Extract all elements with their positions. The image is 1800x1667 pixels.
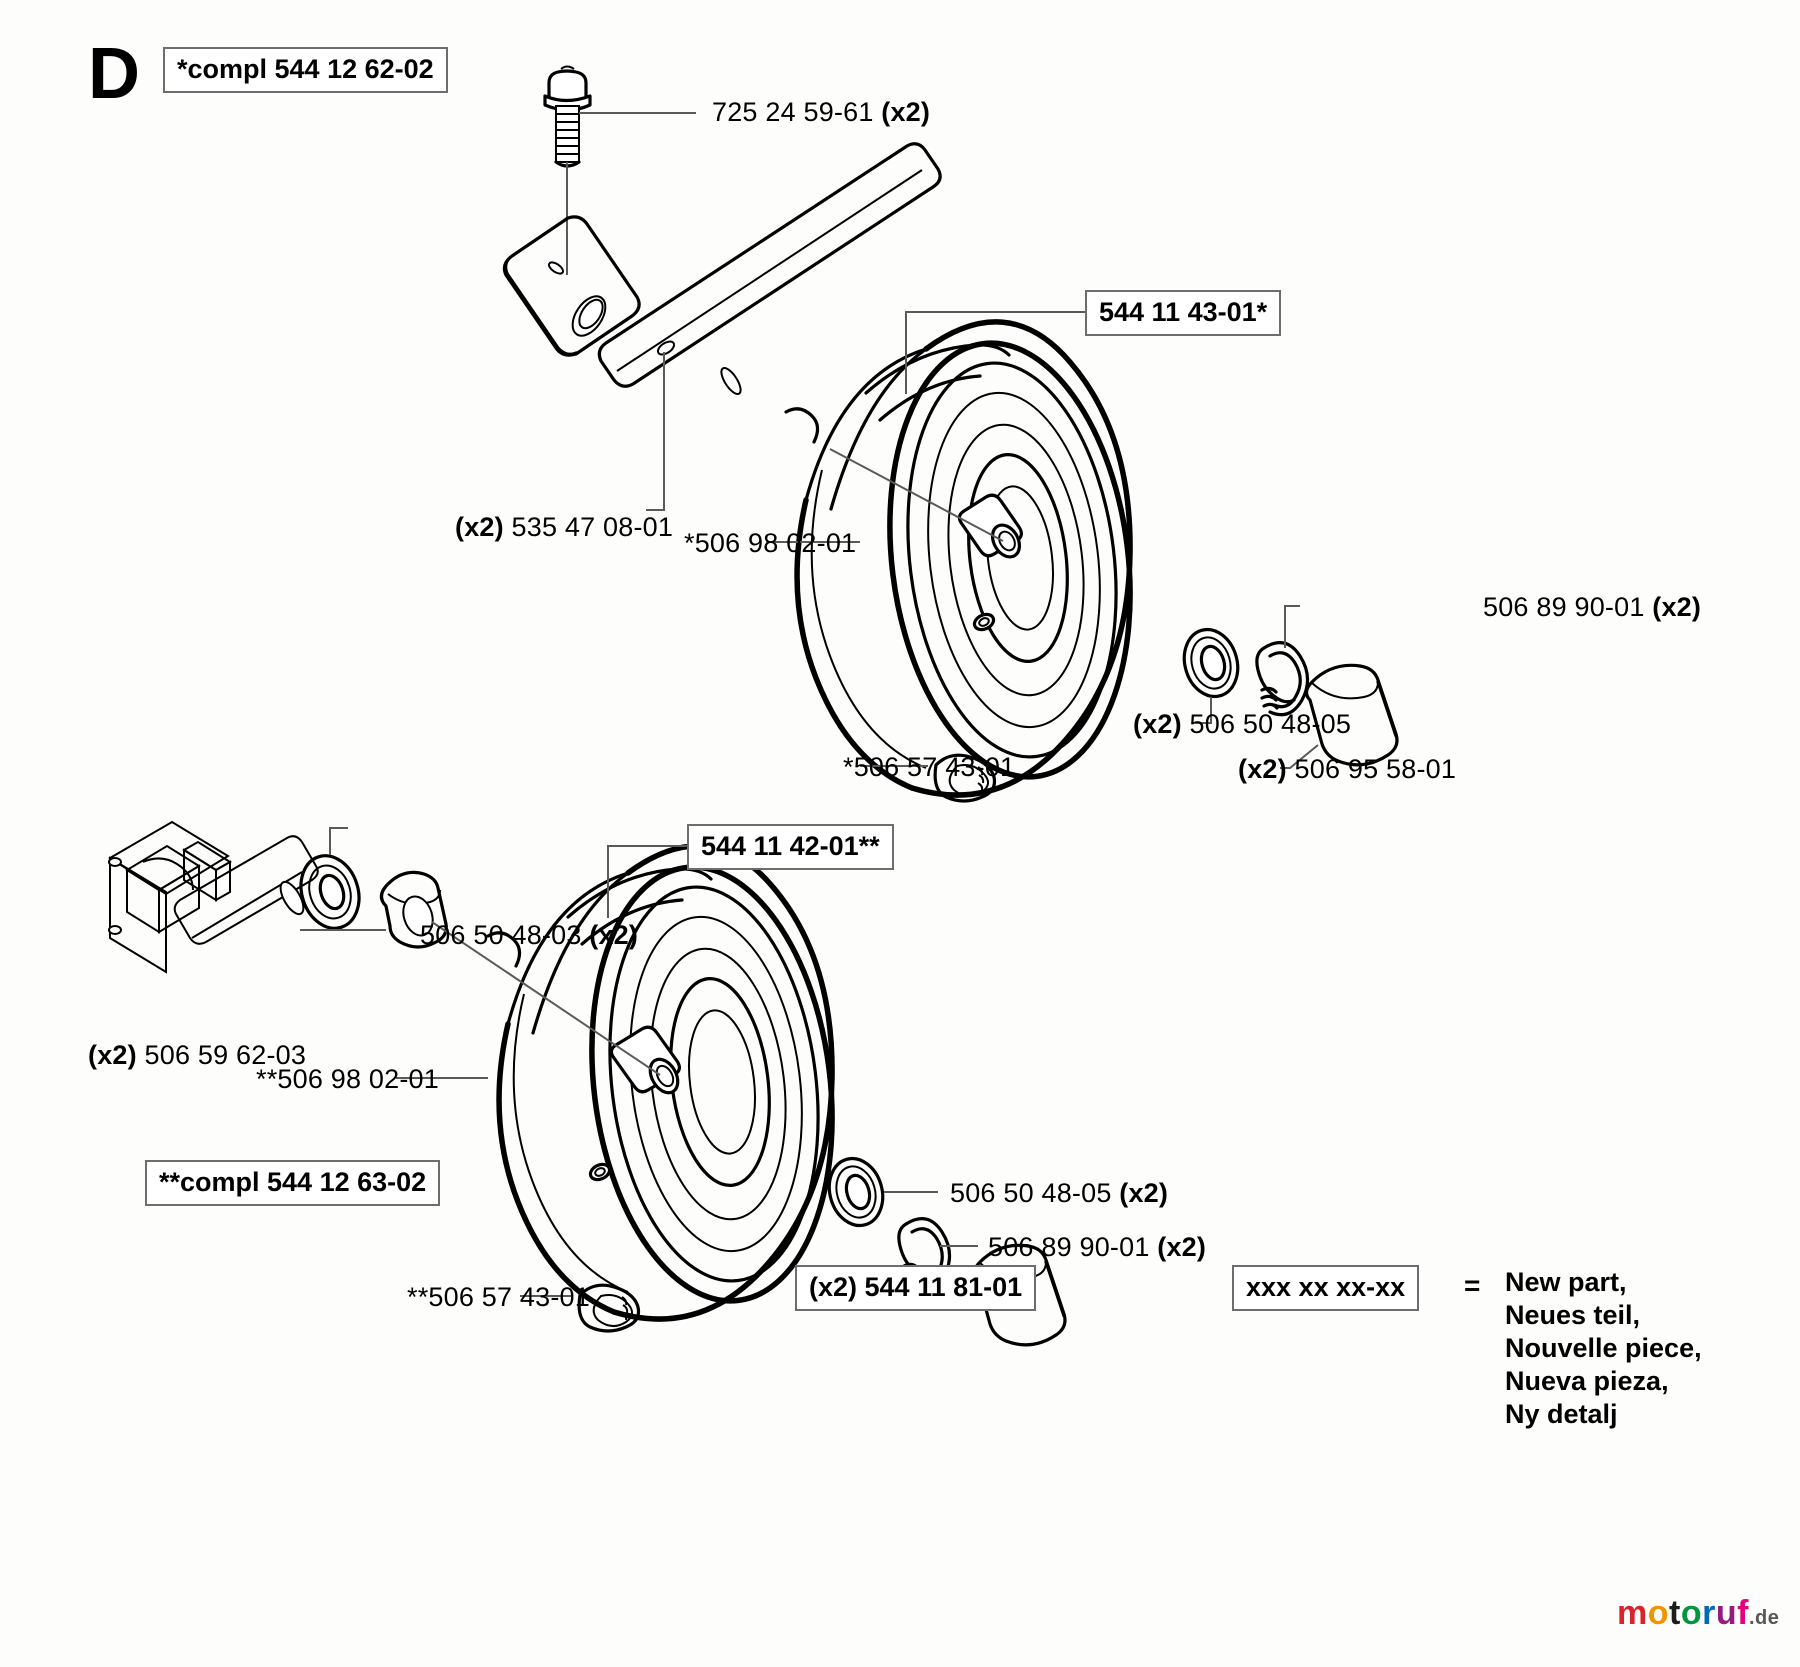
label-tyre-upper: *506 98 02-01 <box>684 528 857 558</box>
leader-washer-upper <box>1195 697 1212 724</box>
leader-clip-upper <box>1284 605 1300 648</box>
grease-clip-upper-icon <box>933 753 997 803</box>
label-grease-lower: **506 57 43-01 <box>407 1282 590 1312</box>
label-clip-upper-part: 506 89 90-01 <box>1483 592 1645 622</box>
label-spacer-upper-qty: (x2) <box>455 512 512 542</box>
label-tyre-lower: **506 98 02-01 <box>256 1064 439 1094</box>
watermark-o2: o <box>1680 1594 1703 1632</box>
label-bushing-lower-part: 506 59 62-03 <box>144 1040 307 1070</box>
leader-wheel-lower-box <box>607 845 690 918</box>
hubcap-upper-icon <box>1304 663 1399 767</box>
label-grease-upper: *506 57 43-01 <box>843 752 1016 782</box>
retaining-clip-upper-icon <box>1255 640 1310 717</box>
leader-wheel-upper-box <box>905 311 1088 394</box>
label-washer-lower: 506 50 48-05 (x2) <box>950 1178 1168 1209</box>
label-hubcap-upper: (x2) 506 95 58-01 <box>1238 754 1456 785</box>
bolt-upper-icon <box>543 65 592 168</box>
label-bolt: 725 24 59-61 (x2) <box>712 97 930 128</box>
label-clip-upper: 506 89 90-01 (x2) <box>1483 592 1701 623</box>
section-letter: D <box>88 34 140 114</box>
leader-axle-to-hub <box>829 448 1004 542</box>
box-wheel-upper: 544 11 43-01* <box>1085 290 1282 336</box>
label-washer-upper-qty: (x2) <box>1133 709 1190 739</box>
leader-axle-to-hub-lower <box>431 921 661 1076</box>
bearing-washer-lower-icon <box>299 854 361 930</box>
wheel-lower-icon <box>486 843 835 1322</box>
axle-bracket-lower-icon <box>108 820 232 974</box>
label-washer-lower-part: 506 50 48-05 <box>950 1178 1112 1208</box>
box-legend-code: xxx xx xx-xx <box>1232 1265 1420 1311</box>
bushing-lower-icon <box>379 870 448 949</box>
watermark-t: t <box>1669 1594 1681 1632</box>
leader-hubcap-upper <box>1280 744 1319 769</box>
label-washer-upper: (x2) 506 50 48-05 <box>1133 709 1351 740</box>
box-compl-upper: *compl 544 12 62-02 <box>163 47 448 93</box>
axle-shaft-lower-icon <box>173 835 319 945</box>
label-bearing-lower: 506 50 48-03 (x2) <box>420 920 638 951</box>
spacer-sleeve-upper-icon <box>502 215 641 357</box>
label-spacer-upper: (x2) 535 47 08-01 <box>455 512 673 543</box>
washer-upper-icon <box>1182 627 1240 699</box>
watermark-u: u <box>1715 1594 1738 1632</box>
washer-lower-icon <box>827 1156 885 1228</box>
label-hubcap-upper-part: 506 95 58-01 <box>1294 754 1457 784</box>
axle-shaft-upper-icon <box>597 142 942 395</box>
grease-clip-lower-icon <box>577 1283 641 1333</box>
label-bushing-lower-qty: (x2) <box>88 1040 145 1070</box>
box-hubcap-lower: (x2) 544 11 81-01 <box>795 1265 1037 1311</box>
label-bearing-lower-qty: (x2) <box>589 920 639 950</box>
label-clip-upper-qty: (x2) <box>1652 592 1702 622</box>
watermark-o1: o <box>1647 1594 1670 1632</box>
legend-equals: = <box>1464 1270 1481 1301</box>
label-clip-lower: 506 89 90-01 (x2) <box>988 1232 1206 1263</box>
watermark-r: r <box>1702 1594 1716 1632</box>
watermark-m: m <box>1617 1594 1648 1632</box>
box-wheel-lower: 544 11 42-01** <box>687 824 894 870</box>
label-bolt-qty: (x2) <box>881 97 931 127</box>
leader-bearing-lower <box>329 827 348 855</box>
watermark-f: f <box>1737 1594 1749 1632</box>
label-hubcap-upper-qty: (x2) <box>1238 754 1295 784</box>
label-washer-lower-qty: (x2) <box>1119 1178 1169 1208</box>
label-bearing-lower-part: 506 50 48-03 <box>420 920 582 950</box>
label-spacer-upper-part: 535 47 08-01 <box>511 512 674 542</box>
label-bolt-part: 725 24 59-61 <box>712 97 874 127</box>
leader-spacer-upper <box>646 352 665 511</box>
label-clip-lower-part: 506 89 90-01 <box>988 1232 1150 1262</box>
watermark-tld: .de <box>1748 1607 1780 1629</box>
label-clip-lower-qty: (x2) <box>1157 1232 1207 1262</box>
legend-text: New part, Neues teil, Nouvelle piece, Nu… <box>1505 1267 1702 1429</box>
site-watermark: motoruf.de <box>1617 1594 1779 1633</box>
box-compl-lower: **compl 544 12 63-02 <box>145 1160 441 1206</box>
label-washer-upper-part: 506 50 48-05 <box>1189 709 1352 739</box>
label-bushing-lower: (x2) 506 59 62-03 <box>88 1040 306 1071</box>
